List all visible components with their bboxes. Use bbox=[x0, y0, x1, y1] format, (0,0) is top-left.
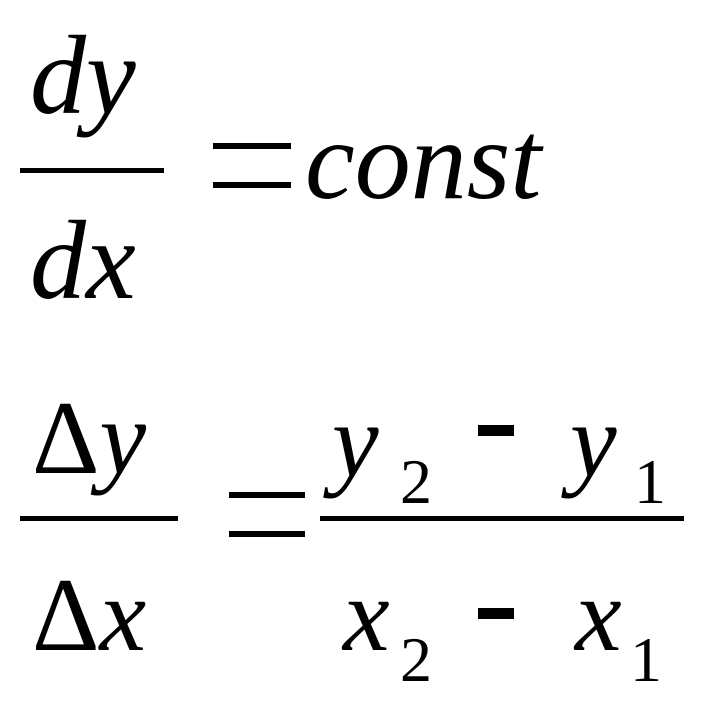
eq2-rhs-den-var-b: x bbox=[575, 556, 622, 673]
eq2-lhs-fraction-bar bbox=[20, 516, 178, 521]
eq2-rhs-den-sub-a: 2 bbox=[400, 624, 432, 695]
eq2-rhs-den-minus bbox=[478, 608, 514, 619]
eq2-delta-top: Δ bbox=[32, 379, 100, 496]
eq1-rhs: const bbox=[305, 99, 542, 223]
eq1-num-var: y bbox=[86, 14, 136, 138]
eq2-rhs-den-var-a: x bbox=[343, 556, 390, 673]
eq1-den-d: d bbox=[30, 199, 86, 323]
eq2-rhs-num-sub-a: 2 bbox=[400, 446, 432, 517]
eq1-num-d: d bbox=[30, 14, 86, 138]
eq2-lhs-numerator: Δy bbox=[32, 385, 146, 490]
eq2-equals-sign bbox=[229, 492, 305, 538]
eq2-rhs-den-sub-b: 1 bbox=[630, 624, 662, 695]
eq2-rhs-fraction-bar bbox=[320, 516, 684, 521]
eq1-fraction-bar bbox=[20, 168, 164, 173]
eq1-equals-sign bbox=[213, 143, 291, 189]
eq2-rhs-num-sub-b: 1 bbox=[634, 446, 666, 517]
eq2-lhs-num-var: y bbox=[99, 379, 147, 496]
eq2-rhs-num-var-b: y bbox=[570, 382, 617, 499]
eq2-rhs-num-var-a: y bbox=[332, 382, 379, 499]
eq2-lhs-denominator: Δx bbox=[32, 562, 146, 667]
eq2-delta-bottom: Δ bbox=[32, 556, 100, 673]
eq2-rhs-num-minus bbox=[478, 425, 514, 436]
eq1-denominator: dx bbox=[30, 205, 136, 317]
eq2-lhs-den-var: x bbox=[99, 556, 147, 673]
eq1-den-var: x bbox=[86, 199, 136, 323]
eq1-numerator: dy bbox=[30, 20, 136, 132]
